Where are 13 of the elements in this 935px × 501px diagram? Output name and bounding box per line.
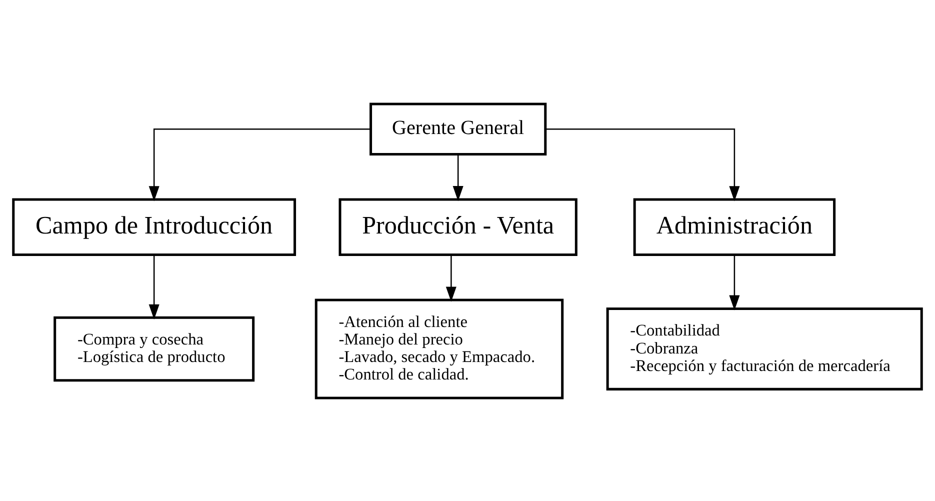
node-box: Campo de Introducción [12,198,296,256]
arrow [446,254,456,302]
node-box: -Atención al cliente -Manejo del precio -Lavado, secado y Empacado. -Control de calidad. [314,298,564,399]
node-box: Producción - Venta [338,198,578,256]
arrow [148,128,371,201]
node-box: Administración [633,198,836,256]
node-box: Gerente General [370,102,547,156]
arrow [729,254,740,310]
node-box: -Compra y cosecha -Logística de producto [54,316,255,382]
arrow [148,254,160,319]
node-box: -Contabilidad -Cobranza -Recepción y facturación de mercadería [606,307,923,390]
arrow [546,128,740,201]
arrow [452,154,464,201]
